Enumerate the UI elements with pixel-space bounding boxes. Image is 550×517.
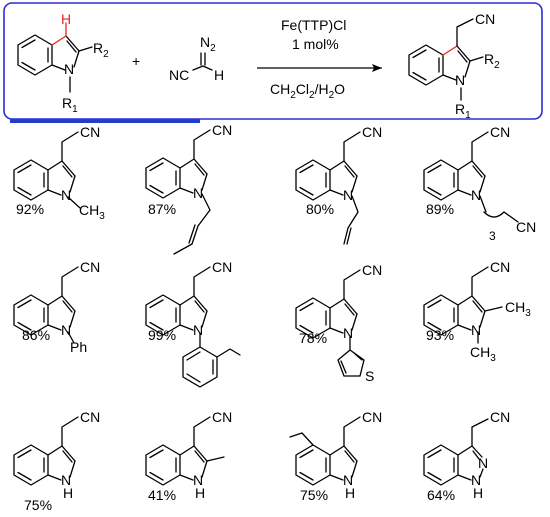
p4-cn-end: CN — [516, 219, 536, 235]
p8-n: N — [471, 322, 481, 338]
reaction-box — [3, 2, 543, 120]
p10-yield: 41% — [148, 487, 176, 503]
product-r2-label: R2 — [484, 51, 500, 71]
p4-cn-top: CN — [490, 124, 510, 140]
loading-label: 1 mol% — [292, 36, 339, 52]
p7-cn: CN — [362, 262, 382, 278]
p5-cn: CN — [80, 259, 100, 275]
p3-cn: CN — [362, 124, 382, 140]
p11-yield: 75% — [300, 487, 328, 503]
svg-text:NC: NC — [169, 67, 189, 83]
product-2 — [145, 129, 211, 255]
p9-n: N — [61, 472, 71, 488]
diazoacetonitrile: N2 NC H — [169, 34, 224, 83]
svg-text:N2: N2 — [200, 34, 216, 54]
p6-n: N — [193, 322, 203, 338]
p8-n-ch3: CH3 — [470, 344, 496, 364]
p1-yield: 92% — [16, 201, 44, 217]
p4-yield: 89% — [426, 201, 454, 217]
p10-nh: H — [195, 485, 205, 501]
p4-n: N — [471, 187, 481, 203]
p6-cn: CN — [212, 259, 232, 275]
p2-cn: CN — [212, 122, 232, 138]
p1-n: N — [61, 187, 71, 203]
product-7 — [295, 269, 365, 377]
p5-yield: 86% — [22, 327, 50, 343]
product-5 — [13, 266, 79, 344]
plus-sign: + — [132, 53, 140, 69]
product-r1-label: R1 — [455, 101, 471, 121]
p3-n: N — [343, 187, 353, 203]
p10-cn: CN — [212, 409, 232, 425]
reactant-n-label: N — [64, 61, 74, 77]
product-11 — [289, 416, 361, 486]
p12-yield: 64% — [427, 487, 455, 503]
p7-s: S — [365, 368, 374, 384]
reactant-r2-label: R2 — [93, 40, 109, 60]
p4-chain-index: 3 — [489, 229, 496, 243]
solvent-label: CH2Cl2/H2O — [270, 81, 345, 101]
product-1 — [13, 131, 81, 209]
p1-cn: CN — [80, 124, 100, 140]
product-3 — [295, 131, 361, 245]
p11-cn: CN — [362, 409, 382, 425]
svg-text:H: H — [214, 67, 224, 83]
product-10 — [145, 416, 225, 486]
p3-yield: 80% — [306, 201, 334, 217]
p8-c2-ch3: CH3 — [505, 299, 531, 319]
p11-n: N — [343, 472, 353, 488]
product-cn-label: CN — [475, 11, 495, 27]
catalyst-label: Fe(TTP)Cl — [281, 17, 346, 33]
product-n-label: N — [455, 72, 465, 88]
product-4 — [423, 131, 519, 223]
product-8 — [423, 266, 503, 344]
p6-yield: 99% — [148, 327, 176, 343]
reactant-indole — [17, 22, 93, 76]
highlight-h-label: H — [61, 11, 71, 27]
p8-yield: 93% — [426, 327, 454, 343]
product-6 — [145, 266, 241, 388]
reaction-arrowhead — [372, 64, 382, 72]
p11-nh: H — [345, 485, 355, 501]
p1-ch3: CH3 — [79, 202, 105, 222]
p9-cn: CN — [80, 409, 100, 425]
p9-yield: 75% — [24, 497, 52, 513]
product-indole — [408, 18, 484, 86]
p7-n: N — [343, 325, 353, 341]
p12-n2: N — [478, 455, 488, 471]
p7-yield: 78% — [299, 330, 327, 346]
reactant-r1-label: R1 — [62, 95, 78, 115]
p8-cn: CN — [490, 259, 510, 275]
p5-ph: Ph — [70, 339, 87, 355]
p12-n: N — [471, 472, 481, 488]
p5-n: N — [61, 322, 71, 338]
product-12 — [423, 418, 489, 486]
p10-n: N — [193, 472, 203, 488]
p2-n: N — [193, 185, 203, 201]
p2-yield: 87% — [148, 201, 176, 217]
p9-nh: H — [63, 485, 73, 501]
p12-cn: CN — [490, 409, 510, 425]
p12-nh: H — [473, 485, 483, 501]
